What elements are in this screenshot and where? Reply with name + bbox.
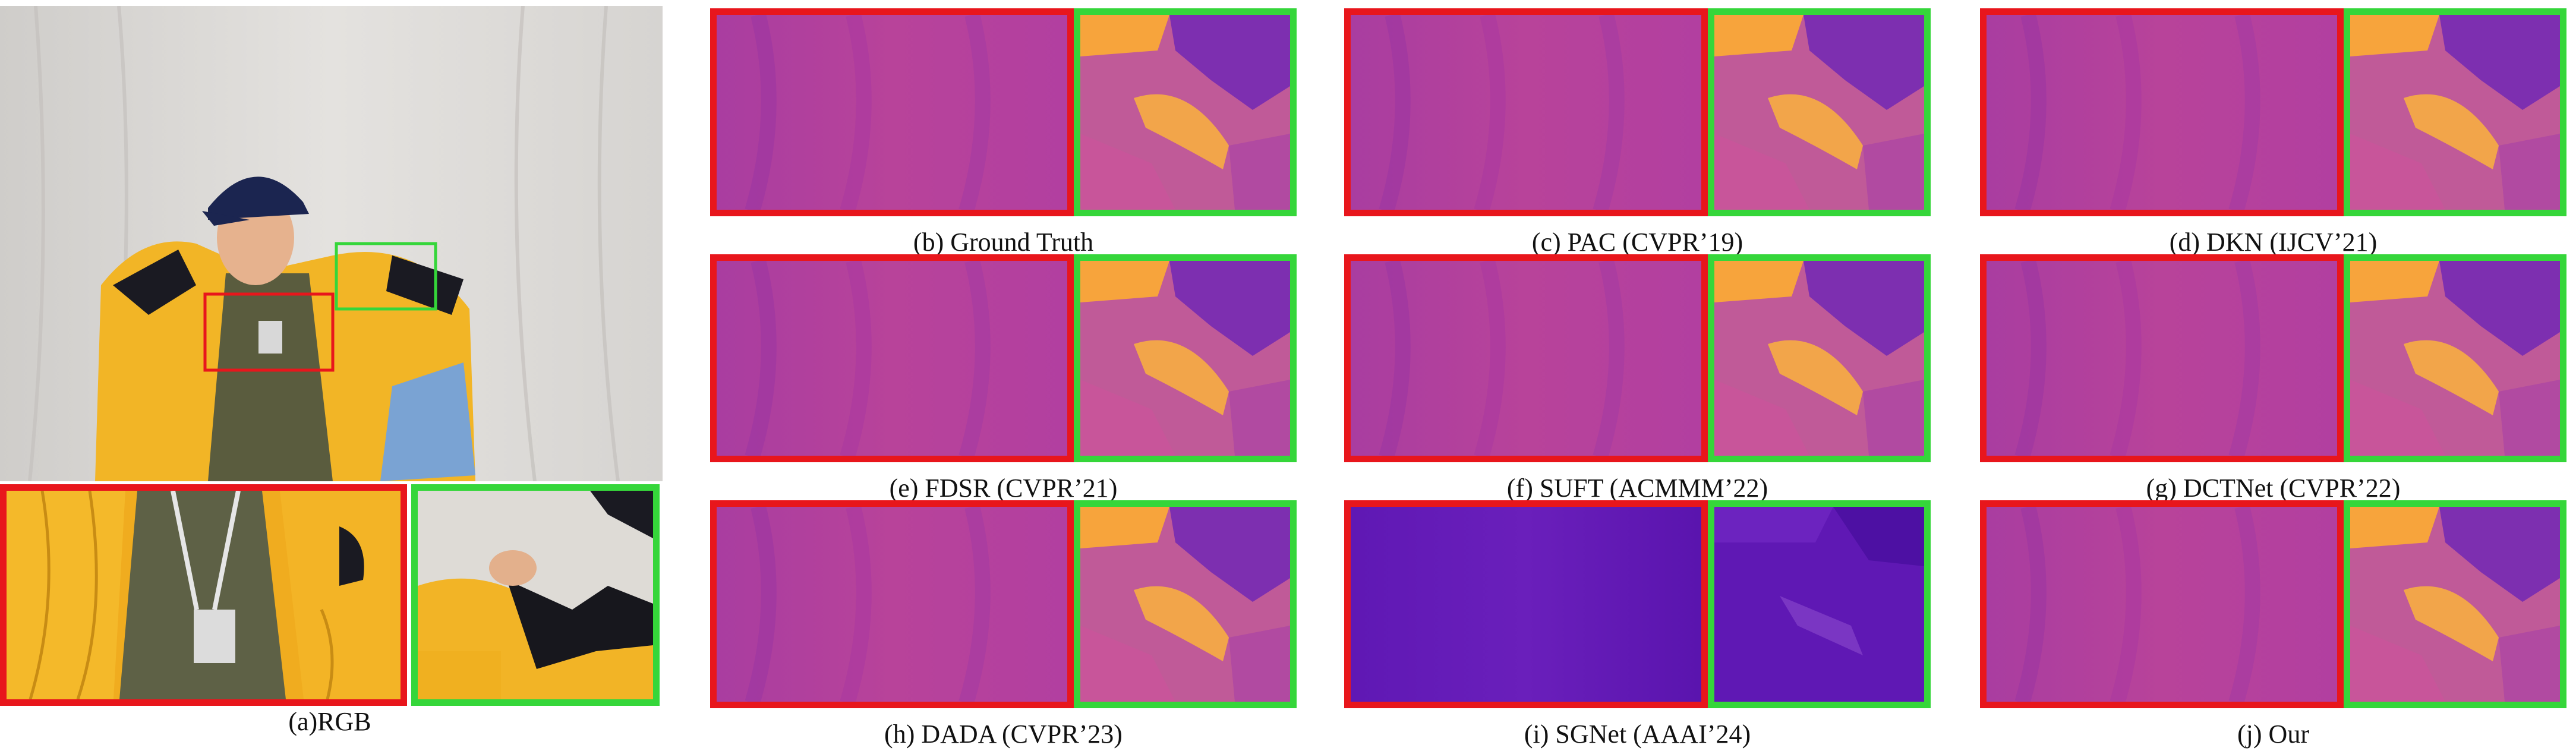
depth-zoom-red: [1980, 500, 2344, 708]
panel-j: (j) Our: [1980, 500, 2566, 751]
panel-h: (h) DADA (CVPR’23): [710, 500, 1297, 751]
depth-zoom-red-image: [1351, 261, 1701, 456]
depth-zoom-green: [1074, 254, 1297, 462]
depth-zoom-red: [710, 500, 1074, 708]
depth-zoom-red-image: [1351, 507, 1701, 702]
depth-zoom-red-image: [717, 507, 1067, 702]
caption-d: (d) DKN (IJCV’21): [2169, 228, 2378, 257]
caption-e: (e) FDSR (CVPR’21): [889, 474, 1118, 503]
panel-b: (b) Ground Truth: [710, 8, 1297, 259]
depth-zoom-green-image: [1714, 261, 1924, 456]
depth-zoom-red-image: [1987, 15, 2337, 210]
panel-d: (d) DKN (IJCV’21): [1980, 8, 2566, 259]
depth-zoom-green-image: [1080, 507, 1290, 702]
depth-zoom-green: [1074, 500, 1297, 708]
depth-zoom-green-image: [1714, 15, 1924, 210]
rgb-zoom-green-image: [418, 491, 653, 699]
caption-h: (h) DADA (CVPR’23): [884, 720, 1123, 749]
rgb-photo: [0, 6, 663, 481]
caption-g: (g) DCTNet (CVPR’22): [2146, 474, 2401, 503]
caption-c: (c) PAC (CVPR’19): [1531, 228, 1743, 257]
depth-zoom-green-image: [1080, 261, 1290, 456]
depth-zoom-green-image: [2350, 507, 2560, 702]
caption-f: (f) SUFT (ACMMM’22): [1506, 474, 1768, 503]
depth-zoom-green: [2344, 254, 2566, 462]
rgb-zoom-red: [0, 484, 407, 706]
rgb-zoom-red-image: [7, 491, 401, 699]
depth-zoom-red: [710, 254, 1074, 462]
panel-a: (a)RGB: [0, 0, 666, 744]
depth-zoom-red: [1980, 254, 2344, 462]
depth-zoom-red-image: [717, 261, 1067, 456]
depth-zoom-red: [1980, 8, 2344, 216]
rgb-zoom-green: [411, 484, 660, 706]
depth-zoom-red: [1344, 500, 1708, 708]
depth-zoom-red: [1344, 254, 1708, 462]
depth-zoom-green-image: [2350, 15, 2560, 210]
depth-zoom-red-image: [717, 15, 1067, 210]
caption-j: (j) Our: [2237, 720, 2309, 749]
panel-g: (g) DCTNet (CVPR’22): [1980, 254, 2566, 505]
caption-a: (a)RGB: [288, 707, 371, 736]
depth-zoom-red: [1344, 8, 1708, 216]
depth-zoom-green: [1074, 8, 1297, 216]
depth-zoom-green: [2344, 500, 2566, 708]
depth-zoom-green-image: [1080, 15, 1290, 210]
depth-zoom-red-image: [1351, 15, 1701, 210]
caption-b: (b) Ground Truth: [913, 228, 1094, 257]
depth-zoom-green: [1708, 254, 1931, 462]
depth-zoom-green-image: [2350, 261, 2560, 456]
depth-zoom-red: [710, 8, 1074, 216]
depth-zoom-red-image: [1987, 261, 2337, 456]
panel-i: (i) SGNet (AAAI’24): [1344, 500, 1931, 751]
depth-zoom-green: [1708, 500, 1931, 708]
panel-e: (e) FDSR (CVPR’21): [710, 254, 1297, 505]
panel-c: (c) PAC (CVPR’19): [1344, 8, 1931, 259]
depth-zoom-green: [2344, 8, 2566, 216]
panel-f: (f) SUFT (ACMMM’22): [1344, 254, 1931, 505]
depth-zoom-red-image: [1987, 507, 2337, 702]
depth-zoom-green-image: [1714, 507, 1924, 702]
depth-zoom-green: [1708, 8, 1931, 216]
caption-i: (i) SGNet (AAAI’24): [1524, 720, 1751, 749]
